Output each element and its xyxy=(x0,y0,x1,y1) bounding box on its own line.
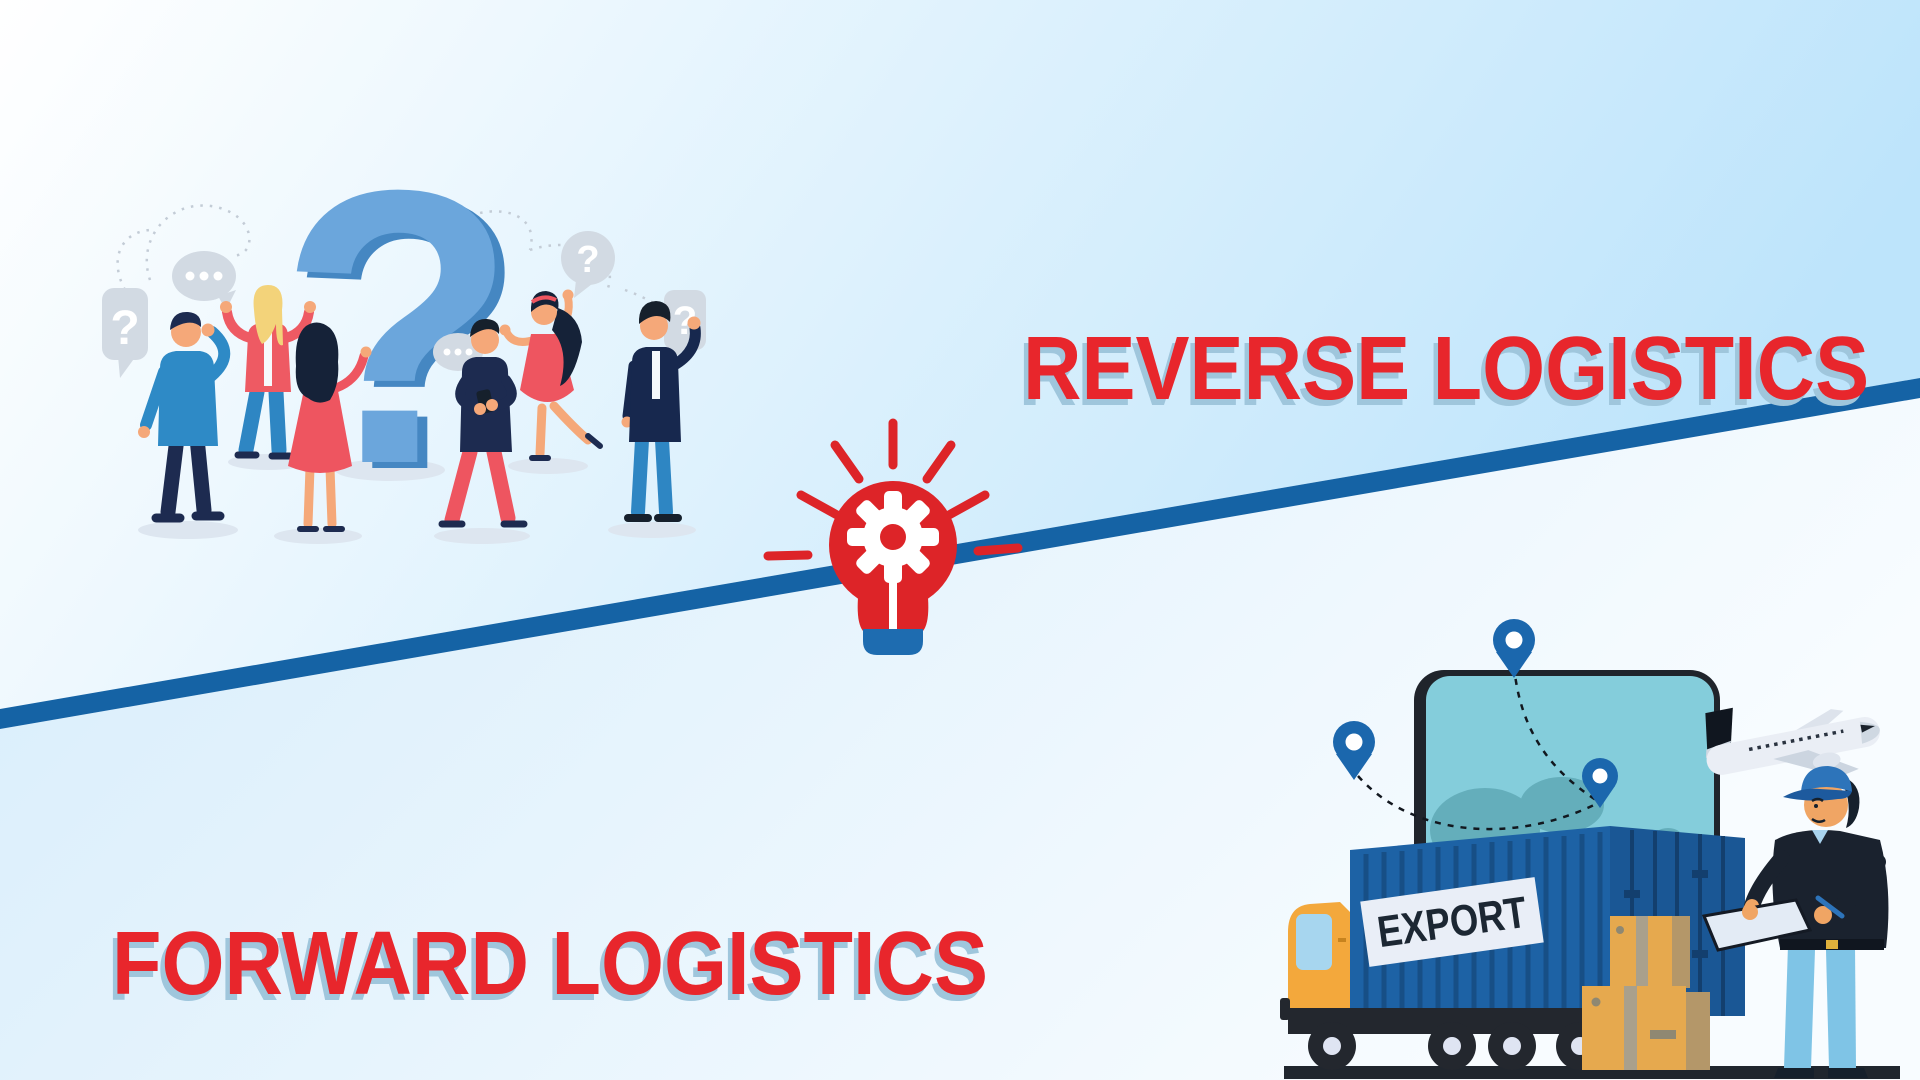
pen xyxy=(1815,895,1845,919)
export-sign: EXPORT xyxy=(1360,877,1544,967)
person-shrugging-woman xyxy=(220,285,316,460)
bulb-rays xyxy=(763,418,1023,561)
truck-wheels xyxy=(1308,1022,1604,1070)
ground-bar xyxy=(1284,1066,1900,1079)
svg-text:?: ? xyxy=(576,239,599,281)
reverse-logistics-title: REVERSE LOGISTICS xyxy=(1023,319,1870,420)
delivery-worker xyxy=(1701,766,1889,1078)
speech-bubble-dots-icon xyxy=(172,251,236,310)
svg-text:?: ? xyxy=(110,302,139,355)
ground-shadows xyxy=(138,454,696,544)
confused-people-illustration: ? ? ? ? xyxy=(102,140,706,551)
location-pin-center-icon xyxy=(1582,758,1618,808)
cargo-boxes xyxy=(1582,916,1710,1070)
idea-gear-bulb-icon xyxy=(763,418,1023,655)
person-confused-man xyxy=(138,311,231,523)
person-suit-man xyxy=(621,301,701,522)
divider-line xyxy=(0,378,1920,729)
truck-cab xyxy=(1280,902,1350,1020)
clipboard xyxy=(1701,895,1845,952)
speech-bubble-question-round-icon: ? xyxy=(561,231,615,298)
gear-icon xyxy=(847,491,939,583)
route-dashes xyxy=(1357,665,1597,831)
airplane-icon xyxy=(1705,707,1880,777)
forward-logistics-title: FORWARD LOGISTICS xyxy=(112,914,989,1015)
export-logistics-illustration: EXPORT xyxy=(1280,619,1900,1079)
bulb-stem xyxy=(889,565,897,629)
person-back-view-woman xyxy=(288,322,372,532)
person-dancing-woman xyxy=(499,289,603,461)
speech-bubble-question-icon: ? xyxy=(102,288,148,378)
location-pin-top-icon xyxy=(1493,619,1535,678)
location-pin-left-icon xyxy=(1333,721,1375,780)
person-phone-man xyxy=(438,318,528,528)
bulb-base xyxy=(863,629,923,655)
